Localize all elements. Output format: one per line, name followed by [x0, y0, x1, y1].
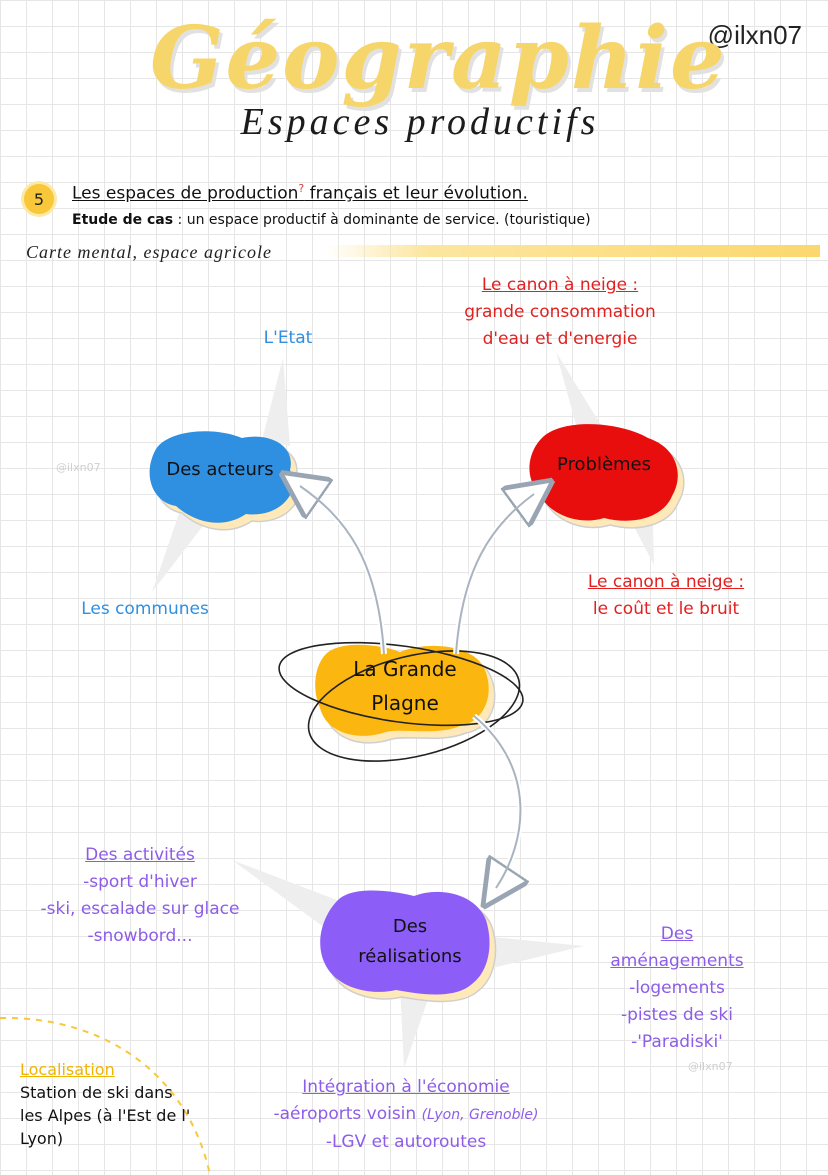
- localisation-line: Station de ski dans: [20, 1083, 173, 1102]
- label-activites: Des activités -sport d'hiver -ski, escal…: [30, 842, 250, 950]
- case-study-text: : un espace productif à dominante de ser…: [173, 212, 591, 228]
- label-activites-item: -snowbord...: [87, 926, 193, 946]
- page-title: Géographie: [150, 8, 727, 109]
- node-acteurs-shape: [149, 431, 294, 523]
- connector-center-realisations-outline: [473, 715, 522, 889]
- label-etat: L'Etat: [263, 328, 313, 348]
- page-subtitle: Espaces productifs: [240, 101, 600, 143]
- label-integration-line2: -LGV et autoroutes: [325, 1132, 487, 1152]
- section-heading-text: Les espaces de production: [72, 183, 299, 204]
- spike-realisations-amenagements: [482, 936, 584, 970]
- section-number-badge: 5: [24, 184, 54, 214]
- localisation-line: les Alpes (à l'Est de l': [20, 1106, 191, 1125]
- spike-acteurs-etat: [262, 358, 290, 446]
- label-communes: Les communes: [81, 599, 209, 619]
- label-amenagements-item: -logements: [629, 978, 725, 998]
- label-amenagements-item: -pistes de ski: [621, 1005, 733, 1025]
- connector-center-problemes: [453, 494, 534, 655]
- node-realisations-line1: Des: [392, 916, 428, 937]
- case-study-line: Etude de cas : un espace productif à dom…: [72, 212, 591, 228]
- label-canon-cout: Le canon à neige : le coût et le bruit: [576, 569, 756, 623]
- localisation-title: Localisation: [20, 1060, 115, 1079]
- spike-problemes-canon1: [556, 352, 604, 432]
- label-canon-consommation-line2: d'eau et d'energie: [482, 329, 638, 349]
- label-activites-title: Des activités: [85, 845, 195, 865]
- node-problemes-shape: [529, 424, 678, 521]
- localisation-dashed-arc: [0, 1016, 211, 1175]
- watermark: @ilxn07: [56, 461, 101, 474]
- author-handle: @ilxn07: [707, 20, 802, 50]
- label-amenagements: Des aménagements -logements -pistes de s…: [594, 921, 760, 1056]
- label-integration-title: Intégration à l'économie: [302, 1077, 510, 1097]
- label-canon-cout-title: Le canon à neige :: [587, 572, 745, 592]
- label-canon-consommation: Le canon à neige : grande consommation d…: [440, 272, 680, 353]
- connector-center-acteurs-outline: [299, 485, 385, 655]
- label-canon-consommation-line1: grande consommation: [464, 302, 656, 322]
- localisation-block: Localisation Station de ski dans les Alp…: [20, 1058, 190, 1150]
- localisation-line: Lyon): [20, 1129, 64, 1148]
- label-canon-cout-line1: le coût et le bruit: [592, 599, 740, 619]
- watermark: @ilxn07: [688, 1060, 733, 1073]
- label-integration-line1-text: -aéroports voisin: [273, 1104, 422, 1124]
- highlight-bar: [326, 245, 820, 257]
- spike-realisations-integration: [400, 985, 432, 1068]
- node-center-line1: La Grande: [353, 657, 457, 681]
- section-heading-rest: français et leur évolution.: [304, 183, 528, 204]
- section-heading: Les espaces de production? français et l…: [72, 182, 528, 204]
- connector-center-acteurs: [300, 486, 387, 655]
- center-orbit-ellipse: [307, 650, 521, 762]
- case-study-label: Etude de cas: [72, 212, 174, 228]
- node-problemes-label: Problèmes: [556, 454, 652, 475]
- connector-center-problemes-outline: [455, 493, 535, 655]
- node-acteurs-label: Des acteurs: [166, 459, 274, 480]
- label-activites-item: -ski, escalade sur glace: [40, 899, 240, 919]
- mindmap-label: Carte mental, espace agricole: [26, 242, 272, 262]
- label-integration: Intégration à l'économie -aéroports vois…: [256, 1074, 556, 1156]
- label-canon-consommation-title: Le canon à neige :: [481, 275, 639, 295]
- section-heading-mark: ?: [298, 182, 305, 195]
- node-realisations-line2: réalisations: [358, 946, 462, 967]
- node-center-label: La Grande Plagne: [320, 652, 490, 720]
- label-amenagements-item: -'Paradiski': [631, 1032, 723, 1052]
- label-amenagements-title: Des aménagements: [610, 924, 744, 971]
- node-center-line2: Plagne: [371, 691, 439, 715]
- spike-acteurs-communes: [152, 505, 212, 592]
- label-integration-line1: -aéroports voisin (Lyon, Grenoble): [256, 1101, 556, 1129]
- spike-realisations-activites: [232, 860, 342, 936]
- node-realisations-shape: [320, 890, 490, 995]
- center-orbit-ellipse: [278, 641, 524, 727]
- node-center-shape: [315, 644, 489, 736]
- node-realisations-label: Des réalisations: [330, 912, 490, 972]
- label-integration-line1-cities: (Lyon, Grenoble): [421, 1107, 539, 1123]
- label-activites-item: -sport d'hiver: [83, 872, 197, 892]
